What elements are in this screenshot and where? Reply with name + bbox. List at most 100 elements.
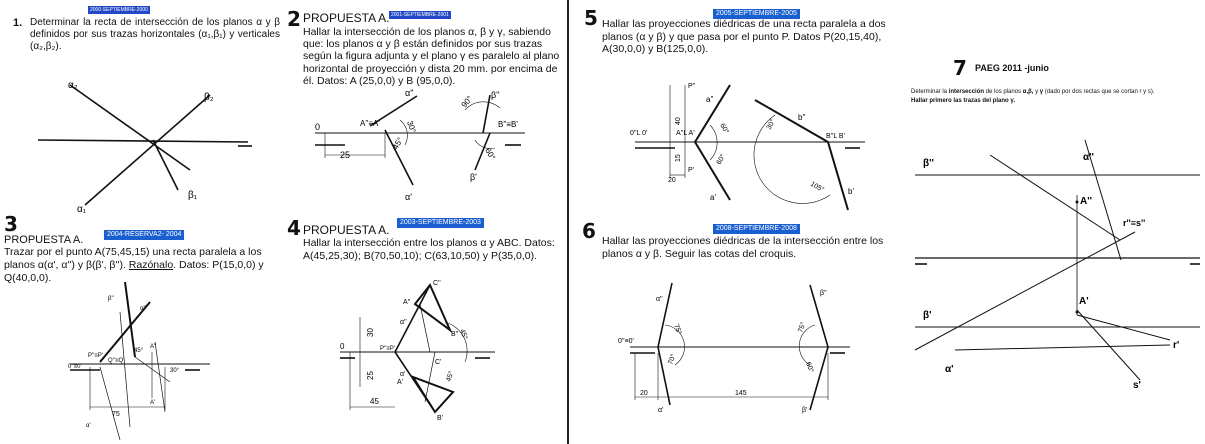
p7-text-g: (dado por dos rectas que se cortan r y s…: [1043, 89, 1155, 95]
label-beta-double-prime: β'': [923, 158, 934, 169]
label-beta-double-prime: β'': [491, 90, 500, 100]
label-a-double-prime: a'': [706, 95, 714, 104]
problem-3-statement-b: . Datos: P(15,0,0) y Q(40,0,0).: [4, 259, 264, 284]
label-A-double-prime: A''≡A': [360, 119, 380, 128]
angle-90: 90°: [460, 94, 475, 109]
label-B-prime: B': [437, 415, 443, 422]
problem-6-figure: 0''≡0' α'' α' β'' β' 20 145 75° 70° 75° …: [618, 282, 850, 414]
label-s-prime: s': [1133, 380, 1141, 391]
label-alpha2: α₂: [68, 80, 78, 91]
problem-1-date-badge: 2000-SEPTIEMBRE-2000: [88, 6, 150, 14]
angle-30: 30°: [170, 368, 180, 374]
dimension-30: 30: [366, 328, 375, 337]
label-A-double-prime: A'': [1080, 196, 1092, 207]
problem-3-statement-a: Trazar por el punto A(75,45,15) una rect…: [4, 246, 262, 271]
dimension-75: 75: [112, 411, 120, 418]
label-B-double-prime: B''≡B': [498, 120, 518, 129]
dimension-15: 15: [675, 154, 682, 162]
label-C-prime: C': [435, 359, 441, 366]
label-P-prime: P': [688, 167, 694, 174]
problem-4-number: 4: [287, 216, 301, 240]
label-beta-double-prime: β'': [820, 290, 827, 297]
p7-text-e: y: [1033, 89, 1040, 95]
label-origin: 0: [340, 342, 345, 351]
label-r-prime: r': [1173, 340, 1179, 351]
problem-5: 5 2005-SEPTIEMBRE-2005 Hallar las proyec…: [580, 0, 900, 215]
label-A: A''L A': [676, 130, 695, 137]
problem-4-heading: PROPUESTA A.: [303, 223, 390, 237]
problem-2-number: 2: [287, 7, 301, 31]
problem-3-figure: 0''≡0' P''≡P' Q''≡Q' A'' A' 75 45° 30° β…: [68, 281, 210, 441]
angle-45: 45°: [391, 136, 405, 151]
label-beta-prime: β': [802, 407, 807, 414]
label-origin: 0''≡0': [68, 364, 82, 370]
problem-7-heading: PAEG 2011 -junio: [975, 63, 1049, 73]
problem-5-number: 5: [584, 6, 598, 30]
label-alpha-prime: α': [400, 371, 405, 378]
p7-text-b: intersección: [948, 89, 985, 95]
problem-3: 3 2004-RESERVA2- 2004 PROPUESTA A. Traza…: [0, 212, 285, 444]
angle-75a: 75°: [672, 323, 683, 336]
angle-45: 45°: [134, 348, 144, 354]
label-A-prime: A': [397, 379, 403, 386]
angle-60a: 60°: [718, 122, 730, 135]
label-b-prime: b': [848, 187, 854, 196]
angle-60b: 60°: [715, 153, 727, 166]
label-origin: 0: [315, 122, 320, 132]
problem-6-date-badge: 2008-SEPTIEMBRE-2008: [713, 224, 800, 234]
problem-7: 7 PAEG 2011 -junio Determinar la interse…: [905, 0, 1205, 444]
page-divider: [567, 0, 569, 444]
problem-2-date-badge: 2001-SEPTIEMBRE-2001: [389, 11, 451, 19]
label-alpha-double-prime: α'': [400, 319, 407, 326]
problem-2-statement: Hallar la intersección de los planos α, …: [303, 26, 560, 87]
problem-3-statement-underlined: Razónalo: [128, 259, 174, 271]
p7-text-f: γ: [1039, 89, 1044, 95]
problem-4: 4 PROPUESTA A. 2003-SEPTIEMBRE-2003 Hall…: [285, 212, 567, 444]
problem-4-statement: Hallar la intersección entre los planos …: [303, 237, 555, 262]
problem-1-number: 1.: [13, 17, 23, 29]
label-alpha-double-prime: α'': [1083, 152, 1094, 163]
dimension-20: 20: [640, 390, 648, 397]
label-beta-prime: β': [923, 310, 931, 321]
label-A-prime: A': [1079, 296, 1089, 307]
p7-text-c: de los planos: [984, 89, 1023, 95]
problem-6-statement: Hallar las proyecciones diédricas de la …: [602, 235, 884, 260]
angle-30: 30°: [405, 120, 418, 134]
label-P: P''≡P': [88, 353, 103, 359]
label-beta-double-prime: β'': [108, 296, 114, 302]
problem-1-figure: α₂ β₂ β₁ α₁: [37, 80, 252, 215]
problem-2-heading: PROPUESTA A.: [303, 11, 390, 25]
label-beta2: β₂: [204, 92, 214, 103]
label-P-double-prime: P'': [688, 83, 695, 90]
dimension-40: 40: [675, 117, 682, 125]
angle-45a: 45°: [458, 328, 469, 341]
label-alpha-prime: α': [658, 407, 663, 414]
problem-3-date-badge: 2004-RESERVA2- 2004: [104, 230, 185, 240]
problem-1-statement: Determinar la recta de intersección de l…: [30, 17, 280, 52]
label-B-double-prime: B'': [451, 331, 458, 338]
p7-text-h: Hallar primero las trazas del plano γ.: [911, 98, 1016, 104]
angle-45b: 45°: [444, 370, 455, 383]
label-alpha-double-prime: α'': [405, 88, 414, 98]
dimension-25: 25: [340, 150, 350, 160]
problem-5-date-badge: 2005-SEPTIEMBRE-2005: [713, 9, 800, 19]
problem-3-number: 3: [4, 212, 18, 236]
problem-1: 2000-SEPTIEMBRE-2000 1. Determinar la re…: [0, 0, 285, 215]
label-alpha-double-prime: α'': [656, 296, 663, 303]
problem-7-figure: α'' β'' A'' r''≡s'' A' β' r' α' s': [914, 139, 1200, 391]
label-A-double-prime: A'': [403, 299, 410, 306]
angle-60b: 60°: [804, 361, 815, 374]
label-alpha-prime: α': [945, 364, 954, 375]
label-C-double-prime: C'': [433, 280, 441, 287]
problem-5-statement: Hallar las proyecciones diédricas de una…: [602, 18, 886, 55]
problem-7-number: 7: [953, 56, 967, 80]
problem-4-date-badge: 2003-SEPTIEMBRE-2003: [397, 218, 484, 228]
angle-105: 105°: [809, 180, 826, 194]
angle-60: 60°: [483, 147, 497, 162]
dimension-145: 145: [735, 390, 747, 397]
angle-30: 30°: [765, 118, 777, 131]
label-A-double-prime: A'': [150, 344, 156, 350]
label-r-s-double-prime: r''≡s'': [1123, 218, 1145, 228]
label-alpha-double-prime: α'': [140, 306, 146, 312]
label-alpha1: α₁: [77, 204, 87, 215]
